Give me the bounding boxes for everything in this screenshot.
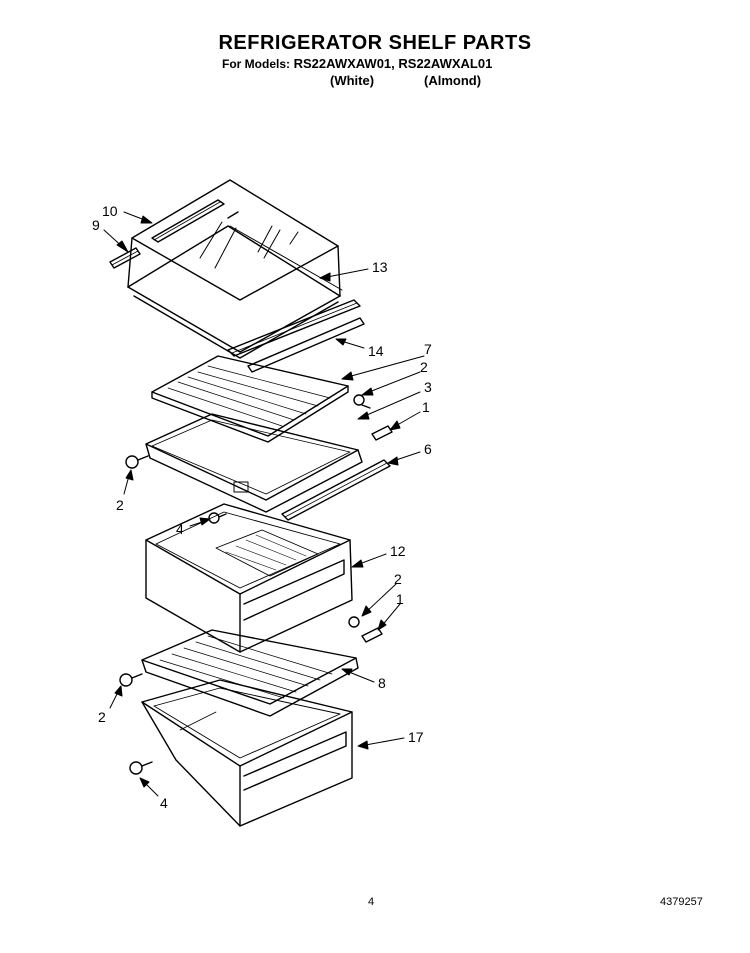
callout-2-c: 2 xyxy=(394,571,402,587)
part-1-screw-b xyxy=(361,627,383,643)
part-14-rear-trim xyxy=(227,299,365,373)
callout-12: 12 xyxy=(390,543,406,559)
callout-17: 17 xyxy=(408,729,424,745)
part-10-front-trim xyxy=(151,199,225,243)
part-4-clip-b xyxy=(129,761,153,775)
variant-almond: (Almond) xyxy=(424,73,482,88)
page-number: 4 xyxy=(368,896,375,908)
models-line: For Models: RS22AWXAW01, RS22AWXAL01 xyxy=(222,56,492,71)
callout-1-b: 1 xyxy=(396,591,404,607)
callout-6: 6 xyxy=(424,441,432,457)
part-8-lower-cover xyxy=(141,629,359,717)
callout-13: 13 xyxy=(372,259,388,275)
callout-14: 14 xyxy=(368,343,384,359)
callout-3: 3 xyxy=(424,379,432,395)
callout-4-b: 4 xyxy=(160,795,168,811)
callout-9: 9 xyxy=(92,217,100,233)
callout-4-a: 4 xyxy=(176,521,184,537)
part-7-crisper-cover xyxy=(151,355,349,443)
callout-8: 8 xyxy=(378,675,386,691)
part-4-clip-a xyxy=(208,512,227,524)
part-2-clip-b xyxy=(125,455,149,469)
callout-7: 7 xyxy=(424,341,432,357)
part-9-trim-bracket xyxy=(109,247,141,269)
document-number: 4379257 xyxy=(660,896,703,908)
callout-2-a: 2 xyxy=(420,359,428,375)
callout-2-b: 2 xyxy=(116,497,124,513)
part-12-upper-drawer xyxy=(145,503,353,653)
model-numbers: RS22AWXAW01, RS22AWXAL01 xyxy=(293,56,493,71)
part-1-screw-a xyxy=(371,425,393,441)
part-13-glass-shelf xyxy=(127,179,343,359)
part-17-lower-drawer xyxy=(141,679,353,827)
part-2-clip-d xyxy=(119,673,143,687)
callout-10: 10 xyxy=(102,203,118,219)
callout-labels: 10 9 13 14 7 2 3 1 6 2 4 12 2 1 8 2 17 4 xyxy=(92,203,432,811)
callout-1-a: 1 xyxy=(422,399,430,415)
part-2-clip-a xyxy=(353,394,371,409)
callout-2-d: 2 xyxy=(98,709,106,725)
callout-leaders xyxy=(103,211,425,797)
part-2-clip-c xyxy=(348,616,360,628)
part-6-rod xyxy=(281,459,391,521)
models-label: For Models: xyxy=(222,57,290,71)
page-title: REFRIGERATOR SHELF PARTS xyxy=(218,32,532,54)
crisper-cover-frame xyxy=(145,413,363,513)
variant-white: (White) xyxy=(330,73,375,88)
